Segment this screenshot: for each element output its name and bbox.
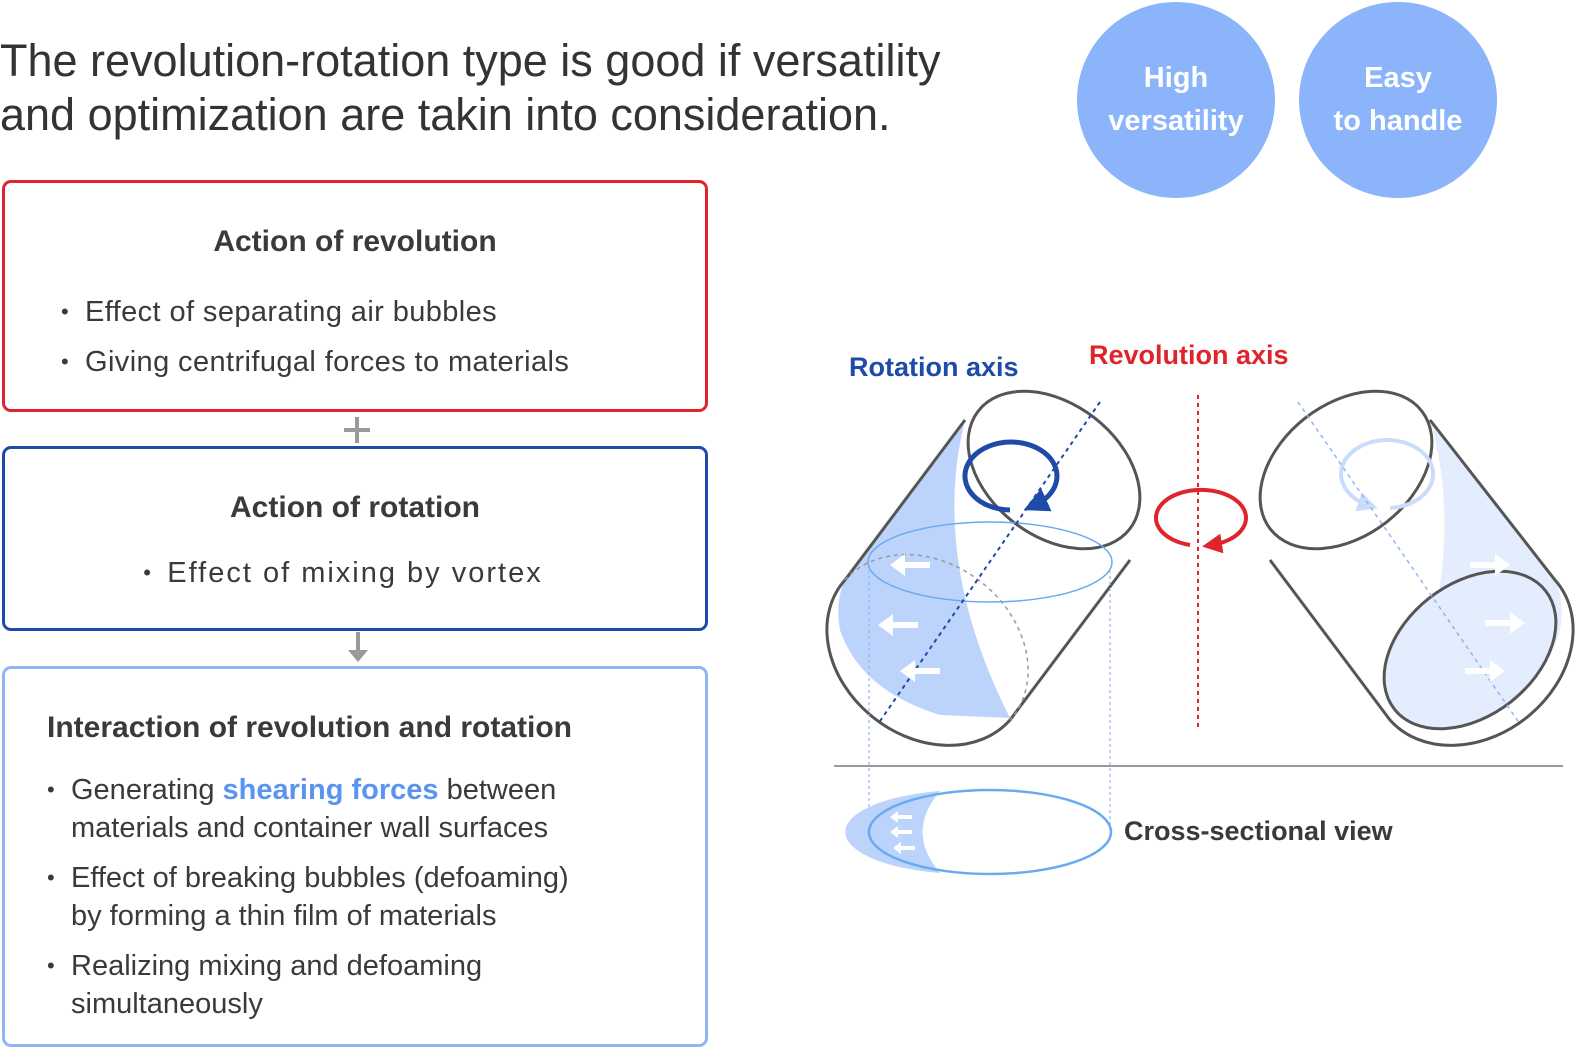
item-text: simultaneously xyxy=(71,988,263,1020)
headline-line-2: and optimization are takin into consider… xyxy=(0,89,891,140)
badge-high-versatility: High versatility xyxy=(1077,2,1275,198)
arrow-down-icon xyxy=(348,632,368,662)
shearing-forces-highlight: shearing forces xyxy=(222,774,439,806)
interaction-list: Generating shearing forces between mater… xyxy=(47,771,695,1035)
item-text: Realizing mixing and defoaming xyxy=(71,950,483,982)
item-text: between xyxy=(438,774,557,806)
interaction-box: Interaction of revolution and rotation G… xyxy=(2,666,708,1047)
revolution-title: Action of revolution xyxy=(213,225,497,258)
headline: The revolution-rotation type is good if … xyxy=(0,34,1075,142)
item-text: by forming a thin film of materials xyxy=(71,900,497,932)
list-item: Giving centrifugal forces to materials xyxy=(61,337,569,387)
interaction-title: Interaction of revolution and rotation xyxy=(47,711,572,744)
badge-line: versatility xyxy=(1108,105,1244,137)
revolution-axis-label: Revolution axis xyxy=(1089,340,1289,370)
item-text: Generating xyxy=(71,774,223,806)
rotation-box: Action of rotation Effect of mixing by v… xyxy=(2,446,708,631)
rotation-list: Effect of mixing by vortex xyxy=(5,553,705,593)
rotation-axis-label: Rotation axis xyxy=(849,352,1019,382)
left-container xyxy=(825,389,1142,747)
revolution-box: Action of revolution Effect of separatin… xyxy=(2,180,708,412)
item-text: Effect of breaking bubbles (defoaming) xyxy=(71,862,569,894)
list-item: Realizing mixing and defoaming simultane… xyxy=(47,947,695,1023)
badge-line: Easy xyxy=(1364,62,1432,94)
item-text: materials and container wall surfaces xyxy=(71,812,549,844)
headline-line-1: The revolution-rotation type is good if … xyxy=(0,35,941,86)
cross-section xyxy=(845,788,1113,876)
plus-icon xyxy=(344,417,370,443)
right-container xyxy=(1258,389,1575,747)
list-item: Effect of mixing by vortex xyxy=(143,553,542,593)
list-item: Generating shearing forces between mater… xyxy=(47,771,695,847)
badge-line: to handle xyxy=(1333,105,1463,137)
cross-section-label: Cross-sectional view xyxy=(1124,816,1393,846)
list-item: Effect of breaking bubbles (defoaming) b… xyxy=(47,859,695,935)
rotation-title: Action of rotation xyxy=(230,491,480,524)
list-item: Effect of separating air bubbles xyxy=(61,287,569,337)
badge-easy-to-handle: Easy to handle xyxy=(1299,2,1497,198)
revolution-arrow xyxy=(1154,487,1248,554)
badge-line: High xyxy=(1143,62,1209,94)
revolution-list: Effect of separating air bubbles Giving … xyxy=(61,287,569,387)
